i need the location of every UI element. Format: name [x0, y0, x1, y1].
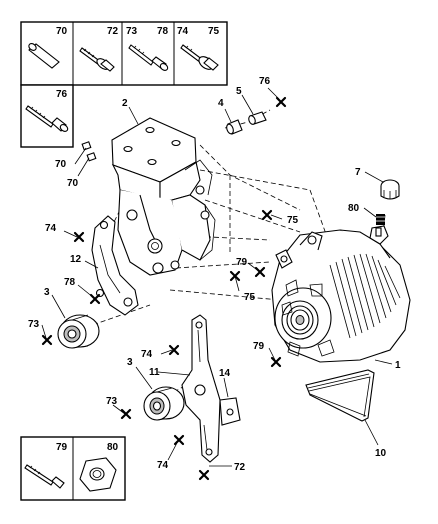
callout-78: 78 — [64, 277, 76, 288]
kit-label-74: 74 — [177, 26, 189, 37]
callout-76: 76 — [259, 76, 271, 87]
callout-74c: 74 — [157, 460, 169, 471]
hex-bolt-icon — [25, 105, 69, 132]
leader-lines — [41, 87, 393, 467]
kit-label-78: 78 — [157, 26, 169, 37]
kit-label-76: 76 — [56, 89, 68, 100]
callout-12: 12 — [70, 254, 82, 265]
callout-7: 7 — [355, 167, 361, 178]
fastener-kit-table-top: 70 72 73 78 74 75 76 — [20, 21, 228, 148]
callout-74b: 74 — [141, 349, 153, 360]
callout-79b: 79 — [253, 341, 265, 352]
callout-79a: 79 — [236, 257, 248, 268]
tensioner-bracket — [181, 314, 241, 463]
cross-marker — [275, 96, 287, 108]
stud-spacer-icon — [28, 43, 60, 69]
cross-marker — [261, 209, 273, 221]
cross-marker — [173, 434, 185, 446]
callout-70a: 70 — [55, 159, 67, 170]
kit-label-79: 79 — [56, 442, 68, 453]
callout-3a: 3 — [44, 287, 50, 298]
kit-label-70: 70 — [56, 26, 68, 37]
poly-v-belt — [305, 369, 375, 422]
hex-nut-icon — [79, 457, 117, 492]
callout-3b: 3 — [127, 357, 133, 368]
tensioner-arm — [91, 215, 139, 316]
callout-75b: 75 — [244, 292, 256, 303]
fastener-kit-table-bottom: 79 80 — [20, 436, 126, 501]
callout-2: 2 — [122, 98, 128, 109]
cross-marker — [73, 231, 85, 243]
idler-pulley-left — [57, 314, 100, 349]
callout-73b: 73 — [106, 396, 118, 407]
kit-label-73: 73 — [126, 26, 138, 37]
callout-5: 5 — [236, 86, 242, 97]
callout-80: 80 — [348, 203, 360, 214]
cross-marker — [198, 469, 210, 481]
callout-73a: 73 — [28, 319, 40, 330]
kit-label-80: 80 — [107, 442, 119, 453]
idler-pulley-lower — [143, 386, 185, 421]
washer-bolt-icon — [180, 44, 219, 71]
flange-bolt-icon — [79, 47, 115, 72]
callout-11: 11 — [149, 367, 160, 378]
callout-10: 10 — [375, 448, 387, 459]
callout-75a: 75 — [287, 215, 299, 226]
callout-70b: 70 — [67, 178, 79, 189]
callout-72: 72 — [234, 462, 246, 473]
terminal-nut — [376, 214, 385, 225]
fastener-cross-markers — [41, 96, 287, 481]
callout-74a: 74 — [45, 223, 57, 234]
mounting-bracket — [111, 117, 216, 276]
stud-markers — [81, 141, 97, 162]
cross-marker — [41, 334, 53, 346]
spacer-sleeve — [226, 119, 243, 135]
long-bolt-icon — [128, 44, 169, 71]
kit-label-75: 75 — [208, 26, 220, 37]
kit-label-72: 72 — [107, 26, 119, 37]
screw-icon — [24, 464, 65, 489]
callout-1: 1 — [395, 360, 401, 371]
terminal-cap — [380, 179, 400, 200]
cross-marker — [120, 408, 132, 420]
alternator — [271, 225, 411, 363]
part-callouts: 2 4 5 76 70 70 7 80 74 75 12 79 75 78 3 … — [28, 76, 401, 473]
bushing — [248, 111, 267, 125]
callout-4: 4 — [218, 98, 224, 109]
cross-marker — [168, 344, 180, 356]
callout-14: 14 — [219, 368, 231, 379]
